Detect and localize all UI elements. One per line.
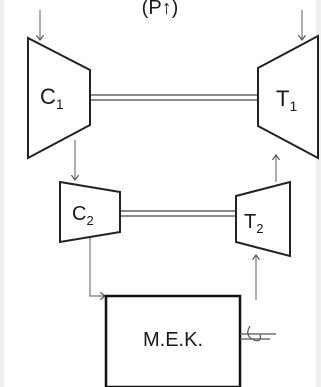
svg-text:C2: C2 xyxy=(72,203,94,228)
c2-subscript: 2 xyxy=(86,213,93,228)
t1-label: T xyxy=(276,86,289,111)
mek-label: M.E.K. xyxy=(143,329,203,351)
t2-subscript: 2 xyxy=(256,221,263,236)
compressor-c2: C2 xyxy=(59,180,121,244)
svg-text:T1: T1 xyxy=(276,86,297,114)
fuel-inlet-icon xyxy=(240,325,276,342)
svg-text:C1: C1 xyxy=(40,84,64,112)
turbine-t2: T2 xyxy=(235,180,291,258)
top-label: (P↑) xyxy=(142,0,179,19)
turbine-t1: T1 xyxy=(257,34,319,160)
lower-shaft xyxy=(120,210,236,217)
c1-label: C xyxy=(40,84,56,109)
flow-lines xyxy=(40,10,302,300)
upper-shaft xyxy=(90,94,260,101)
t2-label: T xyxy=(244,211,256,233)
combustion-chamber-mek: M.E.K. xyxy=(104,294,242,387)
svg-text:T2: T2 xyxy=(244,211,263,236)
c2-label: C xyxy=(72,203,86,225)
c1-subscript: 1 xyxy=(56,96,64,112)
t1-subscript: 1 xyxy=(289,98,297,114)
compressor-c1: C1 xyxy=(27,36,91,160)
